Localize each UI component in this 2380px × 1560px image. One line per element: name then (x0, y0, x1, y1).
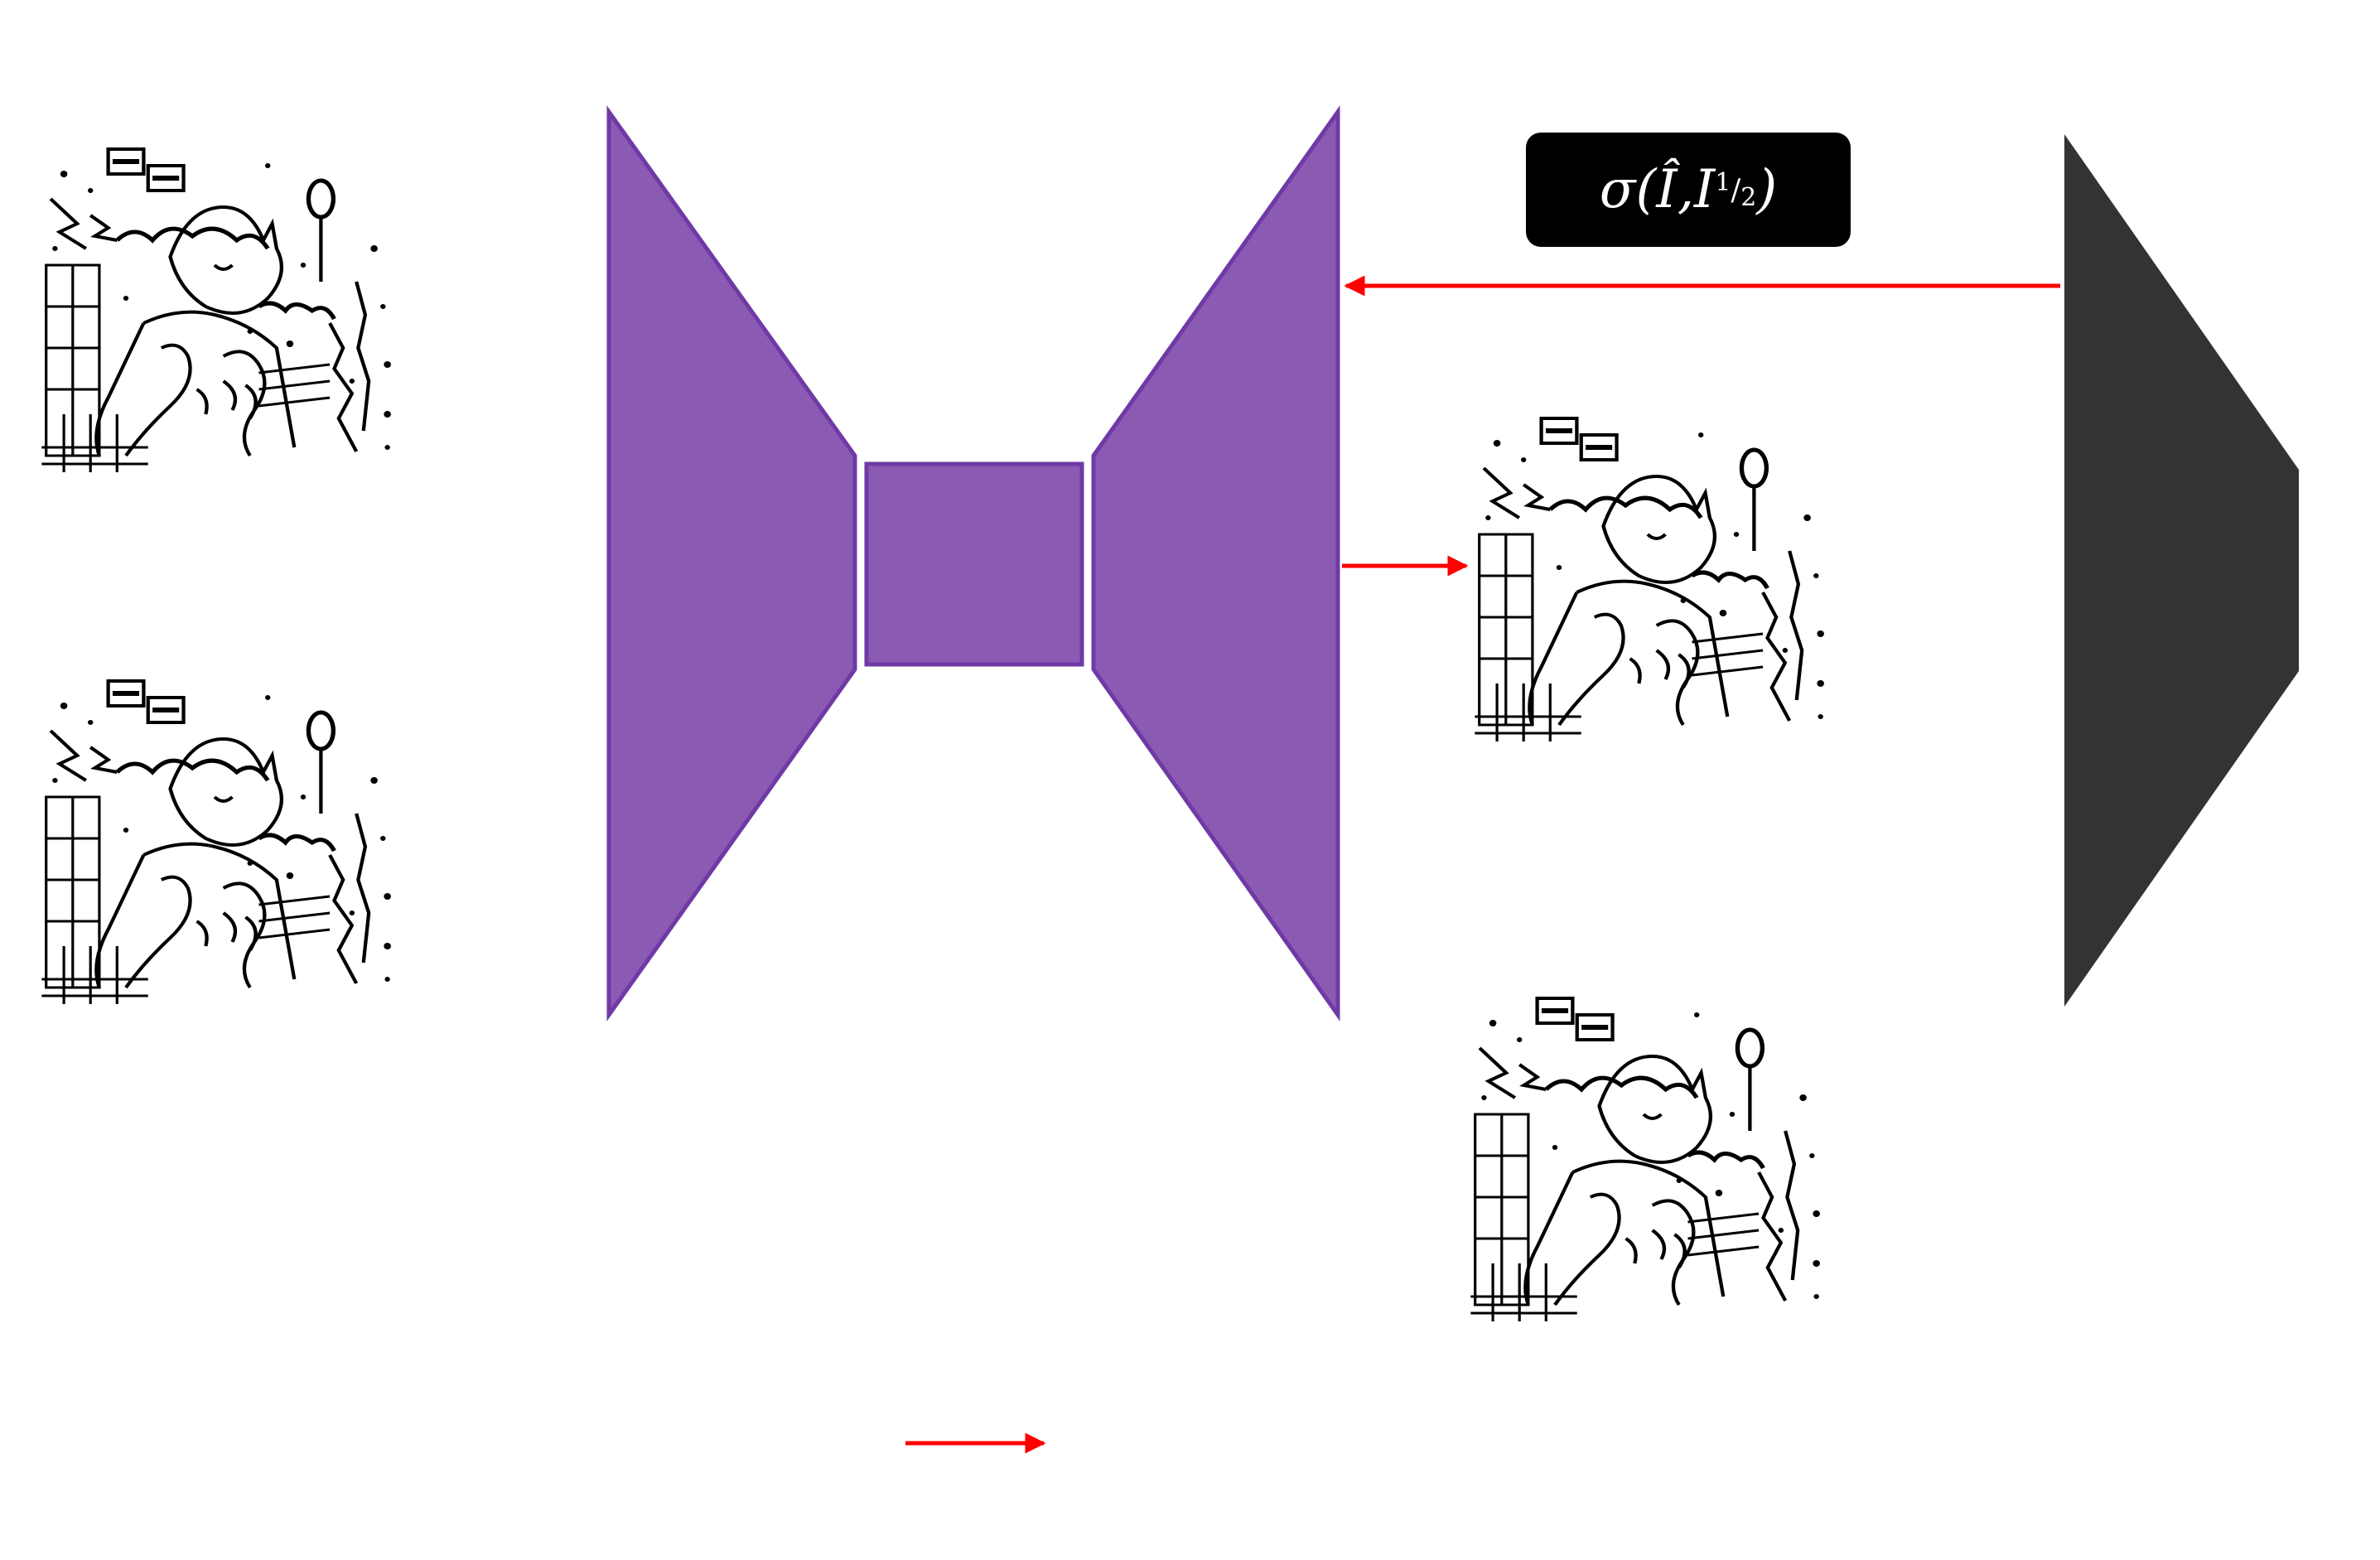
fraction-denominator: 2 (1740, 182, 1757, 212)
fraction-slash: / (1731, 172, 1741, 207)
i-symbol: I (1694, 159, 1716, 220)
half-fraction: 1/2 (1715, 168, 1756, 212)
close-paren: ) (1756, 159, 1778, 220)
sigma-open: σ( (1599, 159, 1657, 220)
comma: , (1677, 159, 1695, 220)
generator-bottleneck (864, 461, 1084, 667)
input-image-top (41, 149, 391, 472)
fraction-numerator: 1 (1715, 168, 1731, 198)
generated-image (1475, 418, 1824, 741)
real-image (1470, 998, 1820, 1321)
input-image-bottom (41, 681, 391, 1004)
i-hat-symbol: Î (1656, 159, 1678, 220)
discriminator (2064, 134, 2299, 1007)
generator-decoder (1091, 105, 1340, 1021)
generator-encoder (606, 105, 857, 1021)
